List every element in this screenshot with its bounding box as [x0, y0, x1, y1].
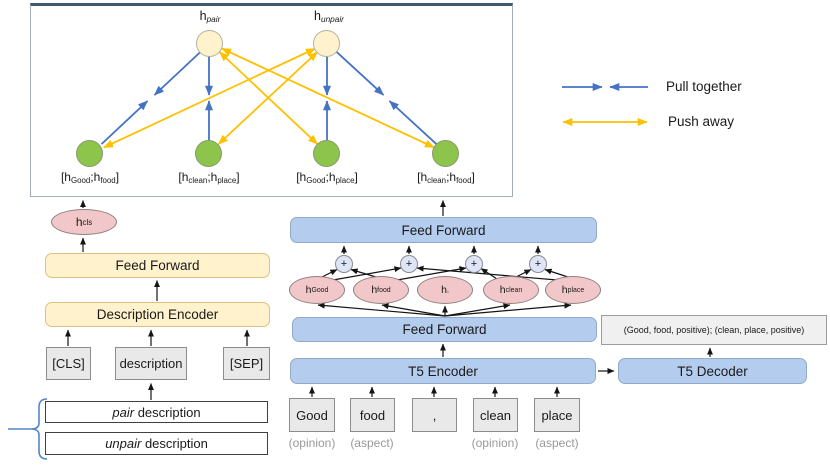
pair-label-clean-place: [hclean;hplace] [178, 170, 240, 185]
legend-pull-label: Pull together [666, 79, 742, 94]
right-feed-forward-mid-box: Feed Forward [292, 317, 597, 342]
pair-node-good-food [76, 140, 103, 167]
hidden-ellipse-comma: h, [417, 276, 473, 304]
pair-node-clean-food [432, 140, 459, 167]
description-token-box: description [115, 347, 187, 380]
contrastive-panel [30, 3, 513, 197]
pair-label-good-place: [hGood;hplace] [296, 170, 358, 185]
t5-encoder-box: T5 Encoder [290, 358, 596, 384]
token-tag-clean: (opinion) [471, 436, 519, 450]
description-group-brace [8, 398, 48, 460]
pair-node-good-place [313, 140, 340, 167]
unpair-description-box: unpair description [45, 432, 268, 455]
token-box-place: place [534, 398, 580, 432]
pair-node-clean-place [195, 140, 222, 167]
left-feed-forward-box: Feed Forward [45, 253, 270, 278]
right-feed-forward-top-box: Feed Forward [290, 217, 597, 243]
token-box-comma: , [412, 398, 457, 432]
token-tag-food: (aspect) [350, 436, 394, 450]
sep-token-box: [SEP] [223, 347, 270, 380]
anchor-node-pair [196, 30, 223, 57]
cls-token-box: [CLS] [46, 347, 91, 380]
legend-push-label: Push away [668, 114, 735, 129]
concat-plus-4: + [529, 255, 547, 273]
anchor-label-pair: hpair [199, 9, 221, 24]
token-box-food: food [350, 398, 395, 432]
t5-decoder-box: T5 Decoder [618, 358, 807, 384]
decoder-output-box: (Good, food, positive); (clean, place, p… [601, 315, 827, 345]
pair-description-box: pair description [45, 401, 268, 423]
pair-label-clean-food: [hclean;hfood] [417, 170, 475, 185]
token-box-good: Good [289, 398, 335, 432]
pair-label-good-food: [hGood;hfood] [60, 170, 120, 185]
anchor-node-unpair [313, 30, 340, 57]
token-box-clean: clean [473, 398, 518, 432]
concat-plus-2: + [400, 255, 418, 273]
description-encoder-box: Description Encoder [45, 302, 270, 327]
concat-plus-1: + [335, 255, 353, 273]
token-tag-good: (opinion) [288, 436, 336, 450]
token-tag-place: (aspect) [535, 436, 579, 450]
anchor-label-unpair: hunpair [314, 9, 344, 24]
concat-plus-3: + [465, 255, 483, 273]
